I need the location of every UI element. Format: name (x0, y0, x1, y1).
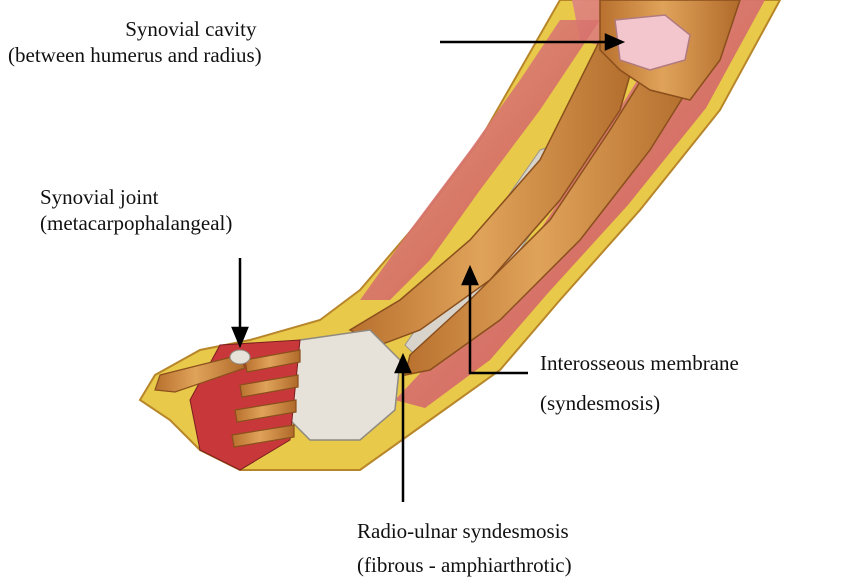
label-synovial-joint-line2: (metacarpophalangeal) (40, 210, 232, 236)
label-synovial-joint: Synovial joint (metacarpophalangeal) (40, 184, 232, 236)
label-synovial-cavity-line1: Synovial cavity (120, 16, 262, 42)
label-interosseous-line1: Interosseous membrane (540, 350, 739, 376)
label-radio-ulnar-line2: (fibrous - amphiarthrotic) (357, 552, 572, 578)
mcp-joint-shape (230, 350, 250, 364)
label-synovial-cavity-line2: (between humerus and radius) (8, 42, 262, 68)
label-interosseous: Interosseous membrane (syndesmosis) (540, 350, 739, 416)
label-radio-ulnar-line1: Radio-ulnar syndesmosis (357, 518, 572, 544)
label-radio-ulnar: Radio-ulnar syndesmosis (fibrous - amphi… (357, 518, 572, 578)
label-synovial-cavity: Synovial cavity (between humerus and rad… (120, 16, 262, 68)
label-interosseous-line2: (syndesmosis) (540, 390, 739, 416)
label-synovial-joint-line1: Synovial joint (40, 184, 232, 210)
